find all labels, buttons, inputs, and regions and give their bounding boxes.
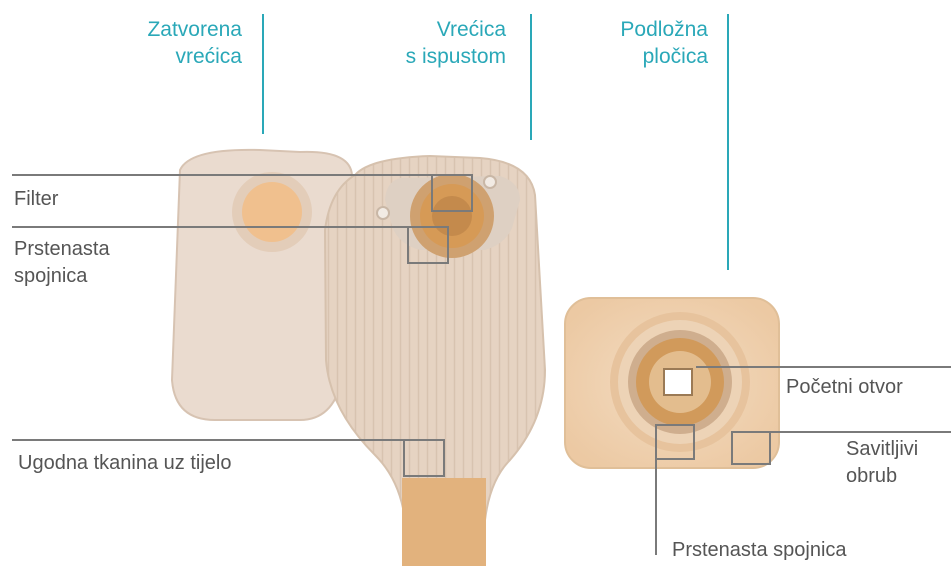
base-plate	[565, 298, 779, 468]
heading-drainable-pouch: Vrećica s ispustom	[340, 16, 506, 70]
label-filter: Filter	[14, 186, 58, 213]
heading-closed-pouch: Zatvorena vrećica	[80, 16, 242, 70]
label-ring-connector-left: Prstenasta spojnica	[14, 236, 110, 290]
drain-outlet	[402, 478, 486, 566]
label-flexible-rim: Savitljivi obrub	[846, 436, 918, 490]
drainable-pouch	[325, 156, 545, 566]
starter-hole	[664, 369, 692, 395]
label-ring-connector-bottom: Prstenasta spojnica	[672, 537, 847, 564]
label-starter-hole: Početni otvor	[786, 374, 903, 401]
heading-base-plate: Podložna pločica	[540, 16, 708, 70]
label-comfort-fabric: Ugodna tkanina uz tijelo	[18, 450, 231, 477]
